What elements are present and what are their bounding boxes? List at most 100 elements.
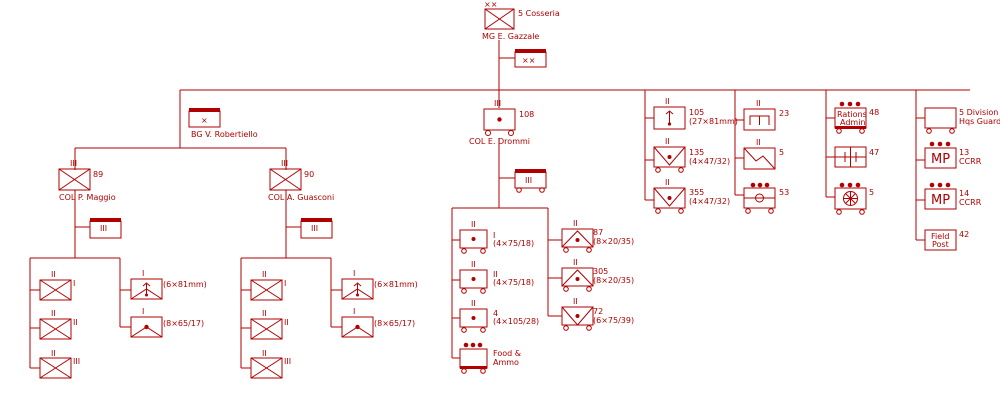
infantry-brigade-hq: × BG V. Robertiello: [188, 108, 258, 139]
aa-group-305: II 305 (8×20/35): [561, 258, 634, 292]
regiment-90: III 90 COL A. Guasconi III: [268, 159, 334, 239]
svg-text:MP: MP: [931, 152, 950, 167]
svg-text:(27×81mm): (27×81mm): [689, 117, 738, 126]
artillery-group-4: II 4 (4×105/28): [459, 299, 539, 333]
artillery-group-2: II II (4×75/18): [459, 260, 534, 294]
svg-text:Hqs Guard: Hqs Guard: [959, 117, 1000, 126]
field-hospital-5: 5: [834, 182, 874, 215]
svg-text:53: 53: [779, 188, 789, 197]
battalion-90-1: II I: [250, 270, 286, 301]
battalion-90-2: II II: [250, 309, 289, 340]
svg-text:(4×75/18): (4×75/18): [493, 278, 534, 287]
antitank-battalion-355: II 355 (4×47/32): [653, 178, 730, 214]
regiment-90-hq: [300, 220, 333, 239]
svg-text:(8×65/17): (8×65/17): [374, 319, 415, 328]
svg-text:(4×75/18): (4×75/18): [493, 239, 534, 248]
support-column-d: 5 Division Hqs Guard MP 13 CCRR MP 14 CC…: [924, 107, 1000, 251]
svg-text:(8×65/17): (8×65/17): [163, 319, 204, 328]
mortar-battalion-105: II 105 (27×81mm): [653, 97, 738, 130]
mortar-company-89: I (6×81mm): [130, 269, 207, 300]
svg-text:23: 23: [779, 109, 789, 118]
svg-text:5: 5: [869, 188, 874, 197]
food-ammo-column: Food & Ammo: [459, 342, 521, 374]
brigade-mark: ×: [201, 116, 208, 125]
support-column-c: Rations Admin 48 47 5: [834, 101, 879, 215]
svg-text:5: 5: [779, 148, 784, 157]
svg-text:III: III: [494, 99, 501, 108]
artillery-groups: II I (4×75/18) II II (4×75/18) II 4 (4×1…: [459, 220, 539, 374]
svg-text:II: II: [471, 260, 476, 269]
division-symbol: [484, 8, 515, 30]
regiment-89: III 89 COL P. Maggio III: [58, 159, 122, 239]
svg-text:II: II: [756, 138, 761, 147]
regiment-89-designation: 89: [93, 170, 103, 179]
brigade-commander: BG V. Robertiello: [191, 130, 258, 139]
svg-text:III: III: [284, 357, 291, 366]
battalion-89-2: II II: [39, 309, 78, 340]
battalion-89-3: II III: [39, 349, 80, 379]
regiment-89-hq: [89, 220, 122, 239]
svg-text:II: II: [573, 219, 578, 228]
svg-text:II: II: [665, 137, 670, 146]
svg-text:(4×47/32): (4×47/32): [689, 197, 730, 206]
military-police-13: MP 13 CCRR: [924, 141, 982, 169]
brigade-symbol: [188, 110, 221, 128]
military-police-14: MP 14 CCRR: [924, 182, 982, 210]
svg-text:I: I: [493, 231, 495, 240]
svg-text:13: 13: [959, 148, 969, 157]
svg-text:(6×75/39): (6×75/39): [593, 316, 634, 325]
svg-text:I: I: [142, 307, 144, 316]
svg-text:II: II: [756, 99, 761, 108]
svg-text:MP: MP: [931, 193, 950, 208]
svg-text:(6×81mm): (6×81mm): [163, 280, 207, 289]
aa-group-72: II 72 (6×75/39): [561, 297, 634, 331]
artillery-regiment-commander: COL E. Drommi: [469, 137, 530, 146]
svg-text:II: II: [665, 178, 670, 187]
connector-lines: [29, 40, 970, 369]
svg-text:I: I: [284, 279, 286, 288]
aa-group-87: II 87 (8×20/35): [561, 219, 634, 253]
svg-text:II: II: [573, 297, 578, 306]
mortar-company-90: I (6×81mm): [341, 269, 418, 300]
svg-text:III: III: [525, 176, 532, 185]
svg-text:I: I: [142, 269, 144, 278]
svg-text:II: II: [471, 299, 476, 308]
svg-text:5 Division: 5 Division: [959, 108, 998, 117]
regiment-90-symbol: [269, 168, 302, 191]
svg-text:II: II: [573, 258, 578, 267]
medical-section-53: 53: [743, 182, 789, 214]
svg-text:72: 72: [593, 307, 603, 316]
svg-text:II: II: [51, 270, 56, 279]
svg-text:4: 4: [493, 309, 498, 318]
svg-text:48: 48: [869, 108, 879, 117]
svg-text:II: II: [262, 349, 267, 358]
svg-text:42: 42: [959, 230, 969, 239]
division-hq: ×× 5 Cosseria MG E. Gazzale ××: [482, 0, 560, 68]
svg-text:(4×105/28): (4×105/28): [493, 317, 539, 326]
svg-text:(4×47/32): (4×47/32): [689, 157, 730, 166]
svg-text:III: III: [73, 357, 80, 366]
svg-text:Ammo: Ammo: [493, 358, 519, 367]
regiment-89-symbol: [58, 168, 91, 191]
svg-text:Field: Field: [931, 232, 949, 241]
division-hqs-guard: 5 Division Hqs Guard: [924, 107, 1000, 134]
antitank-battalion-135: II 135 (4×47/32): [653, 137, 730, 173]
svg-text:II: II: [493, 270, 498, 279]
regiment-90-commander: COL A. Guasconi: [268, 193, 334, 202]
svg-text:105: 105: [689, 108, 704, 117]
regiment-90-hq-mark: III: [311, 224, 318, 233]
regiment-89-hq-mark: III: [100, 224, 107, 233]
rations-admin-48: Rations Admin 48: [834, 101, 879, 134]
svg-text:87: 87: [593, 228, 603, 237]
battalion-90-3: II III: [250, 349, 291, 379]
svg-text:Food &: Food &: [493, 349, 521, 358]
artillery-regiment-hq: [514, 171, 547, 189]
support-column-a: II 105 (27×81mm) II 135 (4×47/32) II 355…: [653, 97, 738, 214]
svg-text:CCRR: CCRR: [959, 198, 982, 207]
svg-text:II: II: [73, 318, 78, 327]
division-hq-mark: ××: [522, 56, 535, 65]
svg-text:(6×81mm): (6×81mm): [374, 280, 418, 289]
svg-text:(8×20/35): (8×20/35): [593, 237, 634, 246]
svg-text:305: 305: [593, 267, 608, 276]
battalion-89-1: II I: [39, 270, 75, 301]
